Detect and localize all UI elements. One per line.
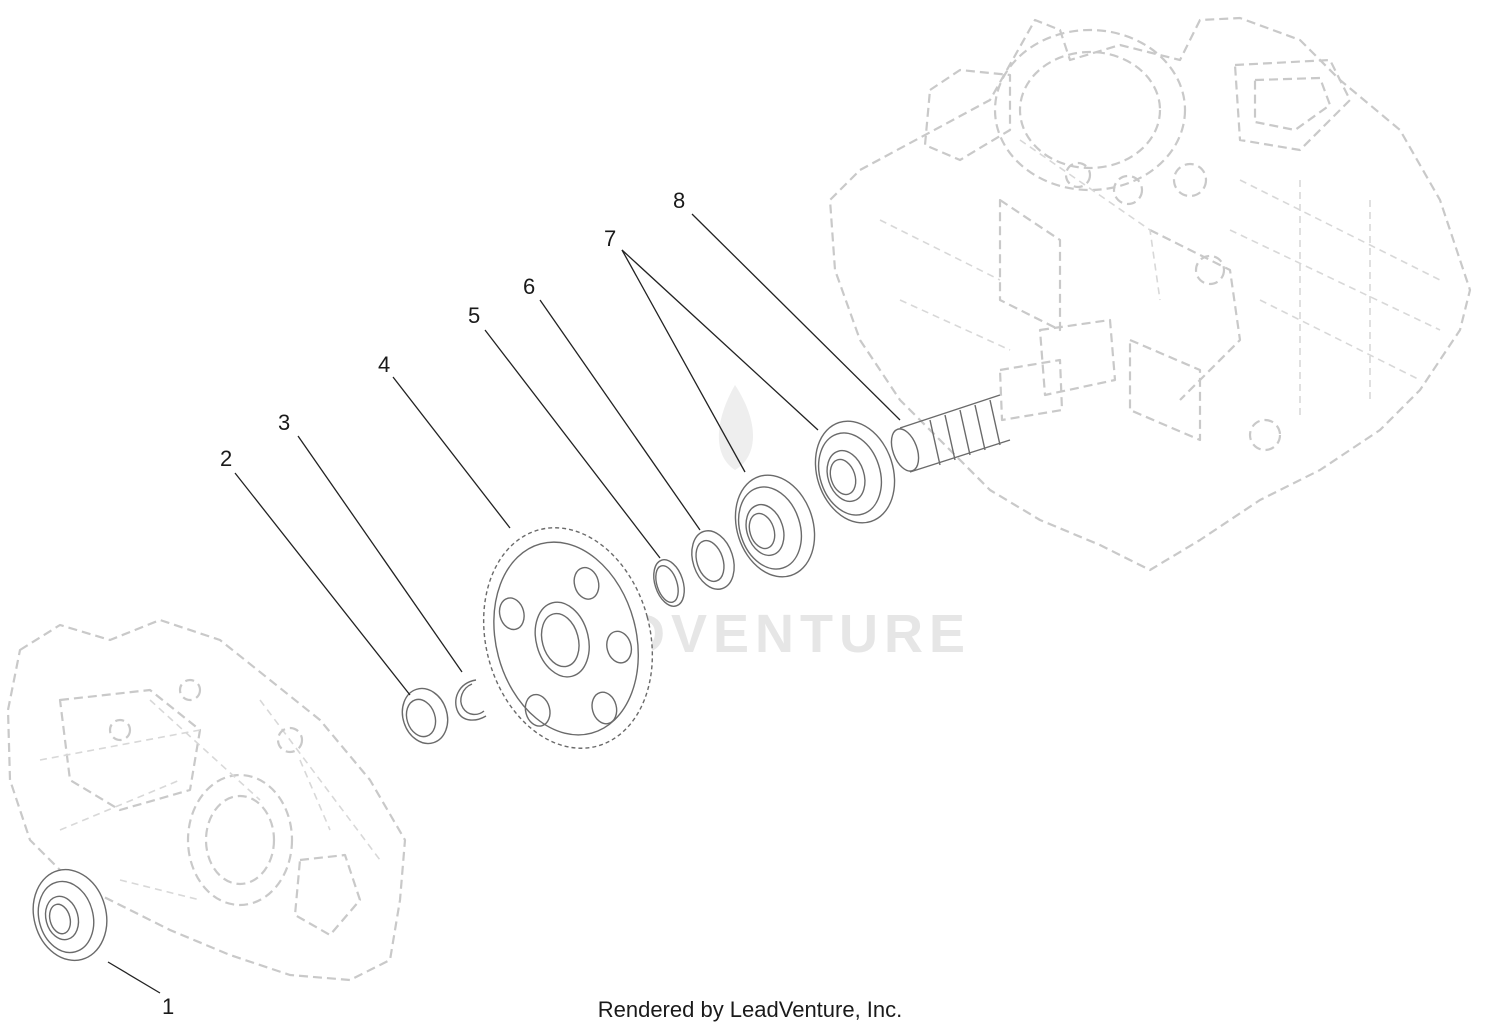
part-2-seal (401, 687, 449, 745)
part-5-snap-ring (653, 559, 685, 607)
callout-5: 5 (468, 303, 480, 328)
leader-1 (107, 961, 161, 994)
part-7-bearing-a (814, 420, 896, 524)
part-8-shaft (890, 394, 1011, 473)
callouts: 1 2 3 4 5 6 7 8 (162, 188, 685, 1019)
leader-7b (621, 249, 819, 431)
part-6-spacer (691, 530, 735, 590)
part-7-bearing-b (734, 474, 816, 578)
callout-4: 4 (378, 352, 390, 377)
callout-6: 6 (523, 274, 535, 299)
footer-credit: Rendered by LeadVenture, Inc. (597, 997, 903, 1022)
leader-7a (621, 249, 746, 473)
leader-3 (297, 435, 463, 673)
leader-2 (234, 472, 411, 696)
transmission-housing (828, 16, 1472, 572)
leader-6 (539, 299, 701, 531)
part-1-bearing (32, 868, 108, 962)
leader-lines (107, 213, 901, 994)
part-4-gear (482, 527, 654, 749)
part-1-cover-housing (6, 618, 407, 982)
callout-8: 8 (673, 188, 685, 213)
callout-1: 1 (162, 994, 174, 1019)
callout-3: 3 (278, 410, 290, 435)
callout-2: 2 (220, 446, 232, 471)
leader-8 (691, 213, 901, 421)
leader-5 (484, 329, 661, 559)
part-3-snap-ring (455, 679, 487, 721)
callout-7: 7 (604, 226, 616, 251)
leader-4 (392, 376, 511, 529)
